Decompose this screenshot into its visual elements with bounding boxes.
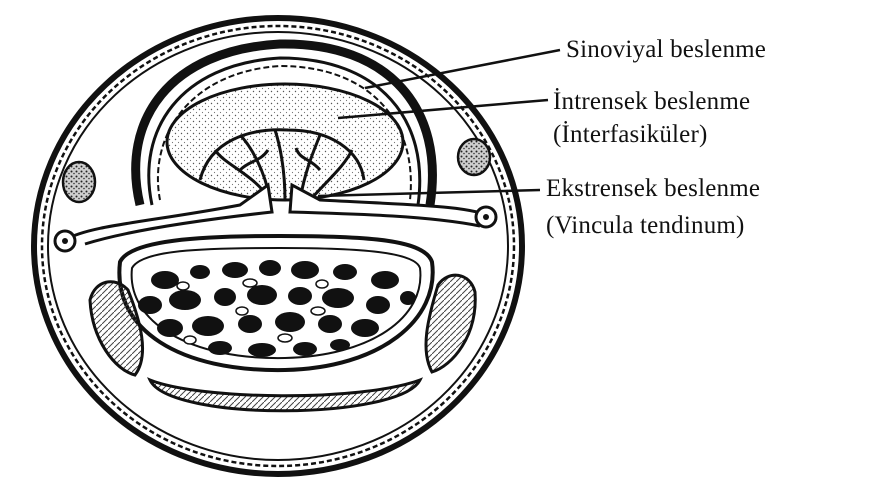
label-extrinsic-nutrition: Ekstrensek beslenme xyxy=(546,174,760,204)
upper-tendon xyxy=(167,84,403,200)
label-intrinsic-subtitle: (İnterfasiküler) xyxy=(553,120,708,150)
label-synovial-nutrition: Sinoviyal beslenme xyxy=(566,35,766,65)
lower-tendon xyxy=(119,236,432,370)
label-extrinsic-subtitle: (Vincula tendinum) xyxy=(546,211,745,241)
right-tissue-pad xyxy=(426,275,475,372)
label-intrinsic-nutrition: İntrensek beslenme xyxy=(553,87,750,117)
bottom-tissue xyxy=(150,380,420,411)
side-vessel-right xyxy=(458,139,490,175)
side-vessel-left xyxy=(63,162,95,202)
